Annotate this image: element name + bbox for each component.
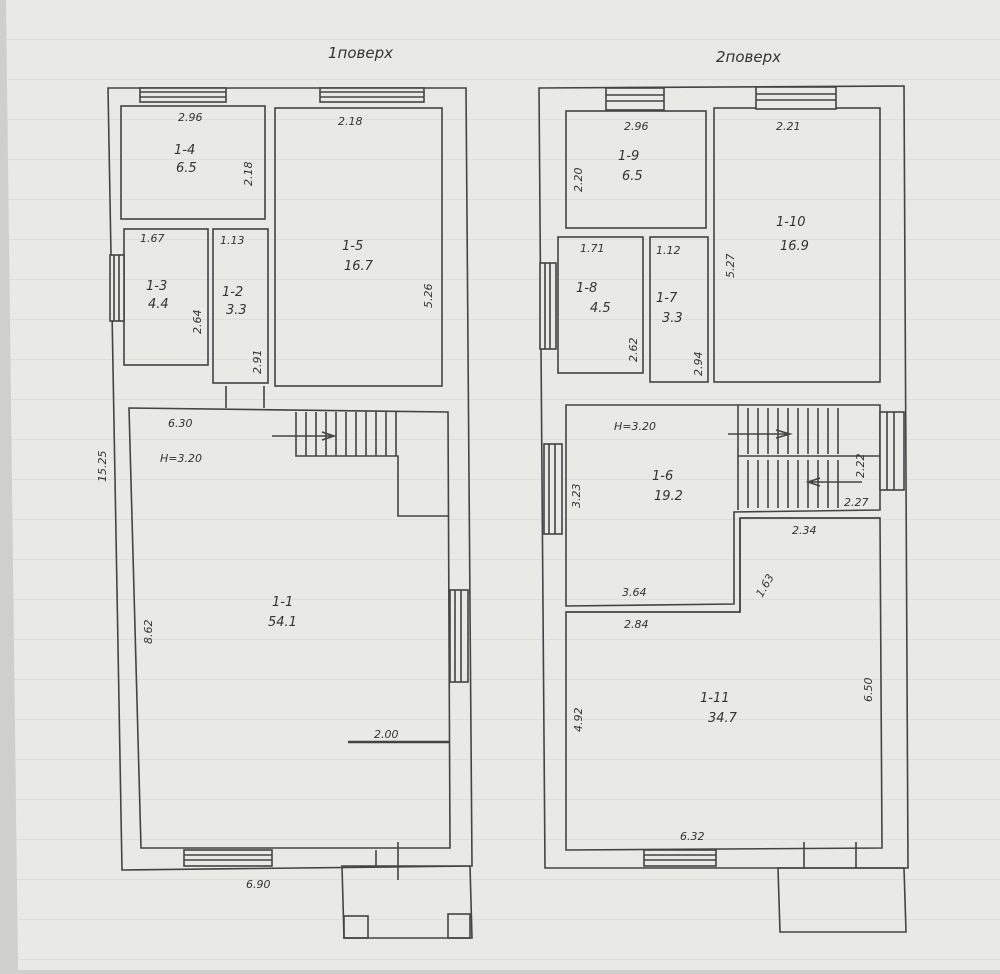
floor1-porch bbox=[341, 865, 473, 939]
floor1-room-1-5-width: 2.18 bbox=[338, 115, 363, 128]
floor1-porch-step bbox=[343, 915, 369, 939]
floor1-room-1-3-depth: 2.64 bbox=[191, 310, 204, 335]
floor1-room-1-1-width: 6.30 bbox=[168, 417, 193, 430]
floor1-room-1-3-width: 1.67 bbox=[140, 232, 165, 245]
paper-grid bbox=[6, 0, 1000, 970]
floor2-room-1-6-width: 3.64 bbox=[622, 586, 647, 599]
floor2-window-top-right bbox=[755, 86, 837, 110]
floor2-staircase bbox=[728, 405, 880, 510]
floor2-room-1-6-area: 19.2 bbox=[654, 489, 683, 504]
floor1-entrance-door bbox=[375, 842, 399, 880]
floor1-doorway bbox=[225, 386, 265, 408]
floor1-title: 1поверх bbox=[328, 44, 393, 62]
floor1-room-1-2-width: 1.13 bbox=[220, 234, 245, 247]
floor2-room-1-7-area: 3.3 bbox=[662, 311, 683, 326]
floor1-ceiling-height: H=3.20 bbox=[160, 452, 202, 465]
floor2-balcony-door bbox=[803, 842, 857, 868]
floor2-room-1-9-area: 6.5 bbox=[622, 169, 643, 184]
floor2-room-1-10-depth: 5.27 bbox=[724, 254, 737, 279]
floor2-window-left bbox=[539, 262, 557, 350]
floor1-room-1-1-code: 1-1 bbox=[272, 595, 293, 610]
floor1-room-1-4-area: 6.5 bbox=[176, 161, 197, 176]
floor1-window-bottom bbox=[183, 849, 273, 867]
floor1-staircase bbox=[272, 412, 448, 517]
floor2-room-1-11-width: 6.32 bbox=[680, 830, 705, 843]
floor2-ceiling-height: H=3.20 bbox=[614, 420, 656, 433]
floor2-room-1-7-width: 1.12 bbox=[656, 244, 681, 257]
floor2-room-1-7-depth: 2.94 bbox=[692, 352, 705, 377]
floor1-window-top-left bbox=[139, 87, 227, 103]
floor2-dim-2-27: 2.27 bbox=[844, 496, 869, 509]
floor1-room-1-5-depth: 5.26 bbox=[422, 284, 435, 309]
floor1-width: 6.90 bbox=[246, 878, 271, 891]
floor1-room-1-1-depth: 8.62 bbox=[142, 620, 155, 645]
floor2-room-1-10-width: 2.21 bbox=[776, 120, 801, 133]
floor2-room-1-10-code: 1-10 bbox=[776, 215, 806, 230]
floor1-room-1-2-depth: 2.91 bbox=[251, 350, 264, 375]
floor1-room-1-1-area: 54.1 bbox=[268, 615, 297, 630]
floor2-room-1-8-width: 1.71 bbox=[580, 242, 605, 255]
floor2-room-1-8-area: 4.5 bbox=[590, 301, 611, 316]
floor2-room-1-6-code: 1-6 bbox=[652, 469, 673, 484]
floor2-room-1-6-depth: 3.23 bbox=[570, 484, 583, 509]
floor2-room-1-6-outline bbox=[565, 404, 881, 607]
floor2-dim-2-84: 2.84 bbox=[624, 618, 649, 631]
floor2-plan bbox=[538, 85, 909, 933]
floor1-total-length: 15.25 bbox=[96, 451, 109, 483]
floor1-room-1-3-code: 1-3 bbox=[146, 279, 167, 294]
floor2-room-1-8-code: 1-8 bbox=[576, 281, 597, 296]
floor2-room-1-10-area: 16.9 bbox=[780, 239, 809, 254]
floor2-window-right bbox=[879, 411, 905, 491]
floor2-dim-2-22: 2.22 bbox=[854, 454, 867, 479]
floor2-room-1-9-width: 2.96 bbox=[624, 120, 649, 133]
floor1-inner-dim: 2.00 bbox=[374, 728, 399, 741]
floor2-room-1-9-depth: 2.20 bbox=[572, 168, 585, 193]
floor2-dim-6-50: 6.50 bbox=[862, 678, 875, 703]
floor1-window-top-right bbox=[319, 87, 425, 103]
floor1-room-1-4-code: 1-4 bbox=[174, 143, 195, 158]
floor2-window-top-left bbox=[605, 87, 665, 111]
floor2-room-1-11-area: 34.7 bbox=[708, 711, 738, 726]
floor1-room-1-2-area: 3.3 bbox=[226, 303, 247, 318]
floor2-balcony bbox=[777, 867, 907, 933]
floor1-plan bbox=[107, 87, 473, 939]
floor1-room-1-5-code: 1-5 bbox=[342, 239, 363, 254]
floor2-window-bottom bbox=[643, 849, 717, 867]
floor2-room-1-11-code: 1-11 bbox=[700, 691, 730, 706]
floor1-room-1-4-width: 2.96 bbox=[178, 111, 203, 124]
floor2-room-1-7-outline bbox=[649, 236, 709, 383]
floor2-dim-2-34: 2.34 bbox=[792, 524, 817, 537]
floor1-window-right bbox=[449, 589, 469, 683]
floor2-room-1-11-outline bbox=[565, 517, 883, 851]
floor2-room-1-8-depth: 2.62 bbox=[627, 338, 640, 363]
floor1-room-1-3-area: 4.4 bbox=[148, 297, 169, 312]
floor1-room-1-5-area: 16.7 bbox=[344, 259, 374, 274]
floor1-room-1-2-code: 1-2 bbox=[222, 285, 243, 300]
floor1-main-hall-outline bbox=[128, 407, 451, 849]
floor1-room-1-4-depth: 2.18 bbox=[242, 162, 255, 187]
floor2-room-1-7-code: 1-7 bbox=[656, 291, 678, 306]
floor2-title: 2поверх bbox=[716, 48, 781, 66]
floor1-room-1-5-outline bbox=[274, 107, 443, 387]
floor1-window-left bbox=[109, 254, 125, 322]
floor2-room-1-9-code: 1-9 bbox=[618, 149, 639, 164]
floor2-room-1-8-outline bbox=[557, 236, 644, 374]
floor2-room-1-9-outline bbox=[565, 110, 707, 229]
floor1-room-1-2-outline bbox=[212, 228, 269, 384]
floor2-room-1-11-depth: 4.92 bbox=[572, 708, 585, 733]
floor2-window-left-lower bbox=[543, 443, 563, 535]
floor1-room-1-4-outline bbox=[120, 105, 266, 220]
